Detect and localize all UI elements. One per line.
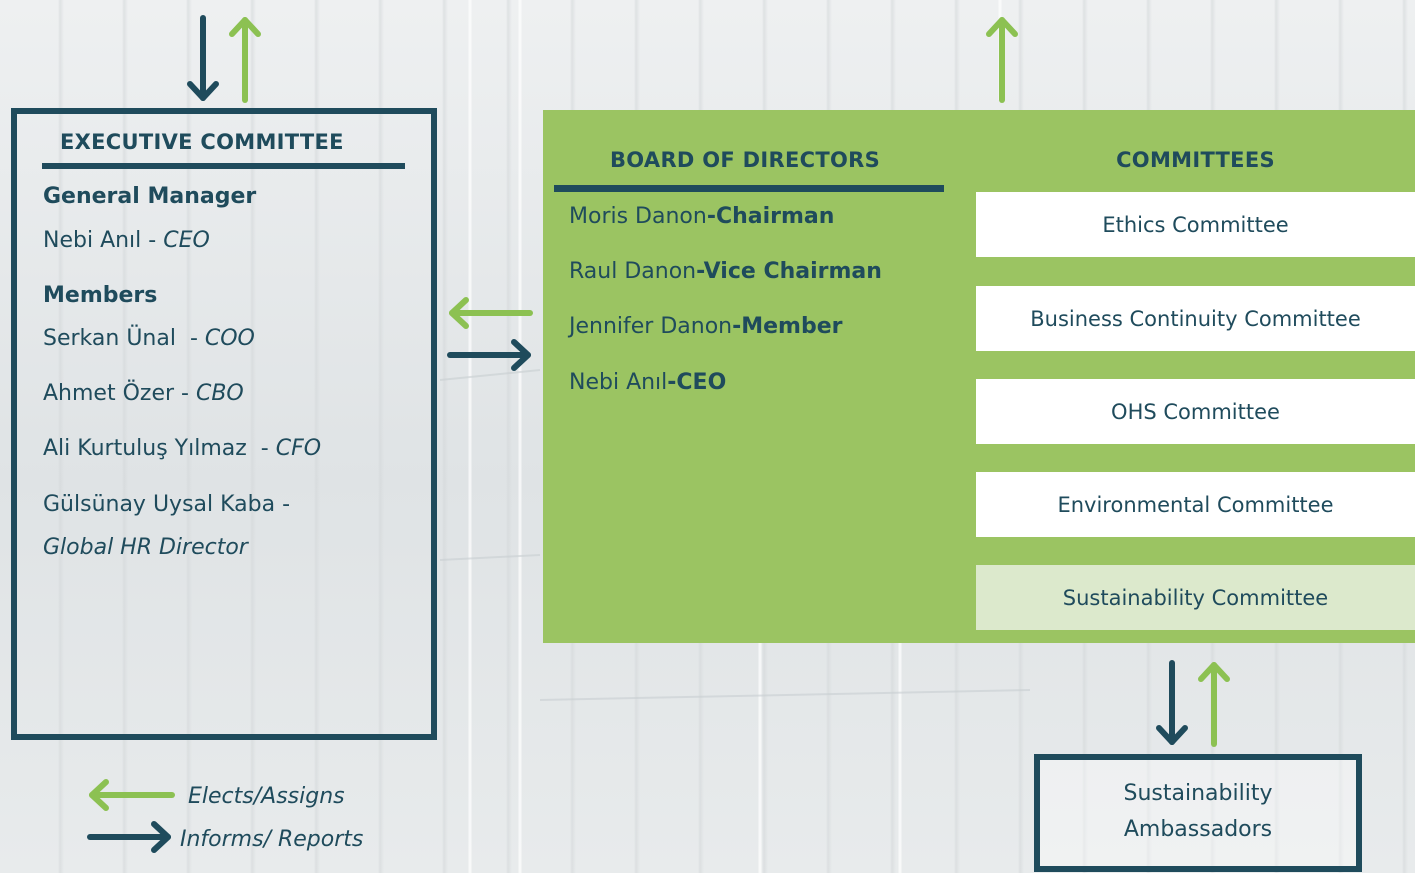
arrow-up-icon xyxy=(1198,662,1230,747)
arrow-up-icon xyxy=(986,17,1018,103)
members-heading: Members xyxy=(43,283,158,308)
board-title-underline xyxy=(554,185,944,192)
member-entry-role: Global HR Director xyxy=(43,535,248,560)
committee-business-continuity: Business Continuity Committee xyxy=(976,286,1415,351)
executive-committee-title: EXECUTIVE COMMITTEE xyxy=(60,130,344,154)
committees-title: COMMITTEES xyxy=(1116,148,1275,172)
ambassadors-box xyxy=(1034,754,1362,872)
executive-title-underline xyxy=(42,163,405,169)
board-of-directors-title: BOARD OF DIRECTORS xyxy=(610,148,881,172)
legend-green-arrow-icon xyxy=(89,779,175,811)
arrow-up-icon xyxy=(229,17,261,103)
committee-ethics: Ethics Committee xyxy=(976,192,1415,257)
board-member: Nebi Anıl-CEO xyxy=(569,370,727,395)
member-entry: Ahmet Özer - CBO xyxy=(43,381,244,406)
arrow-left-icon xyxy=(449,297,533,329)
committee-ohs: OHS Committee xyxy=(976,379,1415,444)
member-entry: Ali Kurtuluş Yılmaz - CFO xyxy=(43,436,322,461)
ambassadors-label: Sustainability Ambassadors xyxy=(1123,781,1273,842)
general-manager-heading: General Manager xyxy=(43,184,257,209)
board-member: Moris Danon-Chairman xyxy=(569,204,835,229)
arrow-down-icon xyxy=(1156,660,1188,745)
arrow-right-icon xyxy=(447,339,531,371)
committee-environmental: Environmental Committee xyxy=(976,472,1415,537)
legend-informs-label: Informs/ Reports xyxy=(180,827,364,852)
committee-sustainability: Sustainability Committee xyxy=(976,565,1415,630)
member-entry-name: Gülsünay Uysal Kaba - xyxy=(43,492,291,517)
member-entry: Serkan Ünal - COO xyxy=(43,326,255,351)
legend-elects-label: Elects/Assigns xyxy=(188,784,345,809)
executive-committee-box xyxy=(11,108,437,740)
general-manager-entry: Nebi Anıl - CEO xyxy=(43,228,210,253)
board-member: Raul Danon-Vice Chairman xyxy=(569,259,882,284)
legend-dark-arrow-icon xyxy=(87,821,171,853)
board-member: Jennifer Danon-Member xyxy=(569,314,843,339)
arrow-down-icon xyxy=(187,15,219,101)
